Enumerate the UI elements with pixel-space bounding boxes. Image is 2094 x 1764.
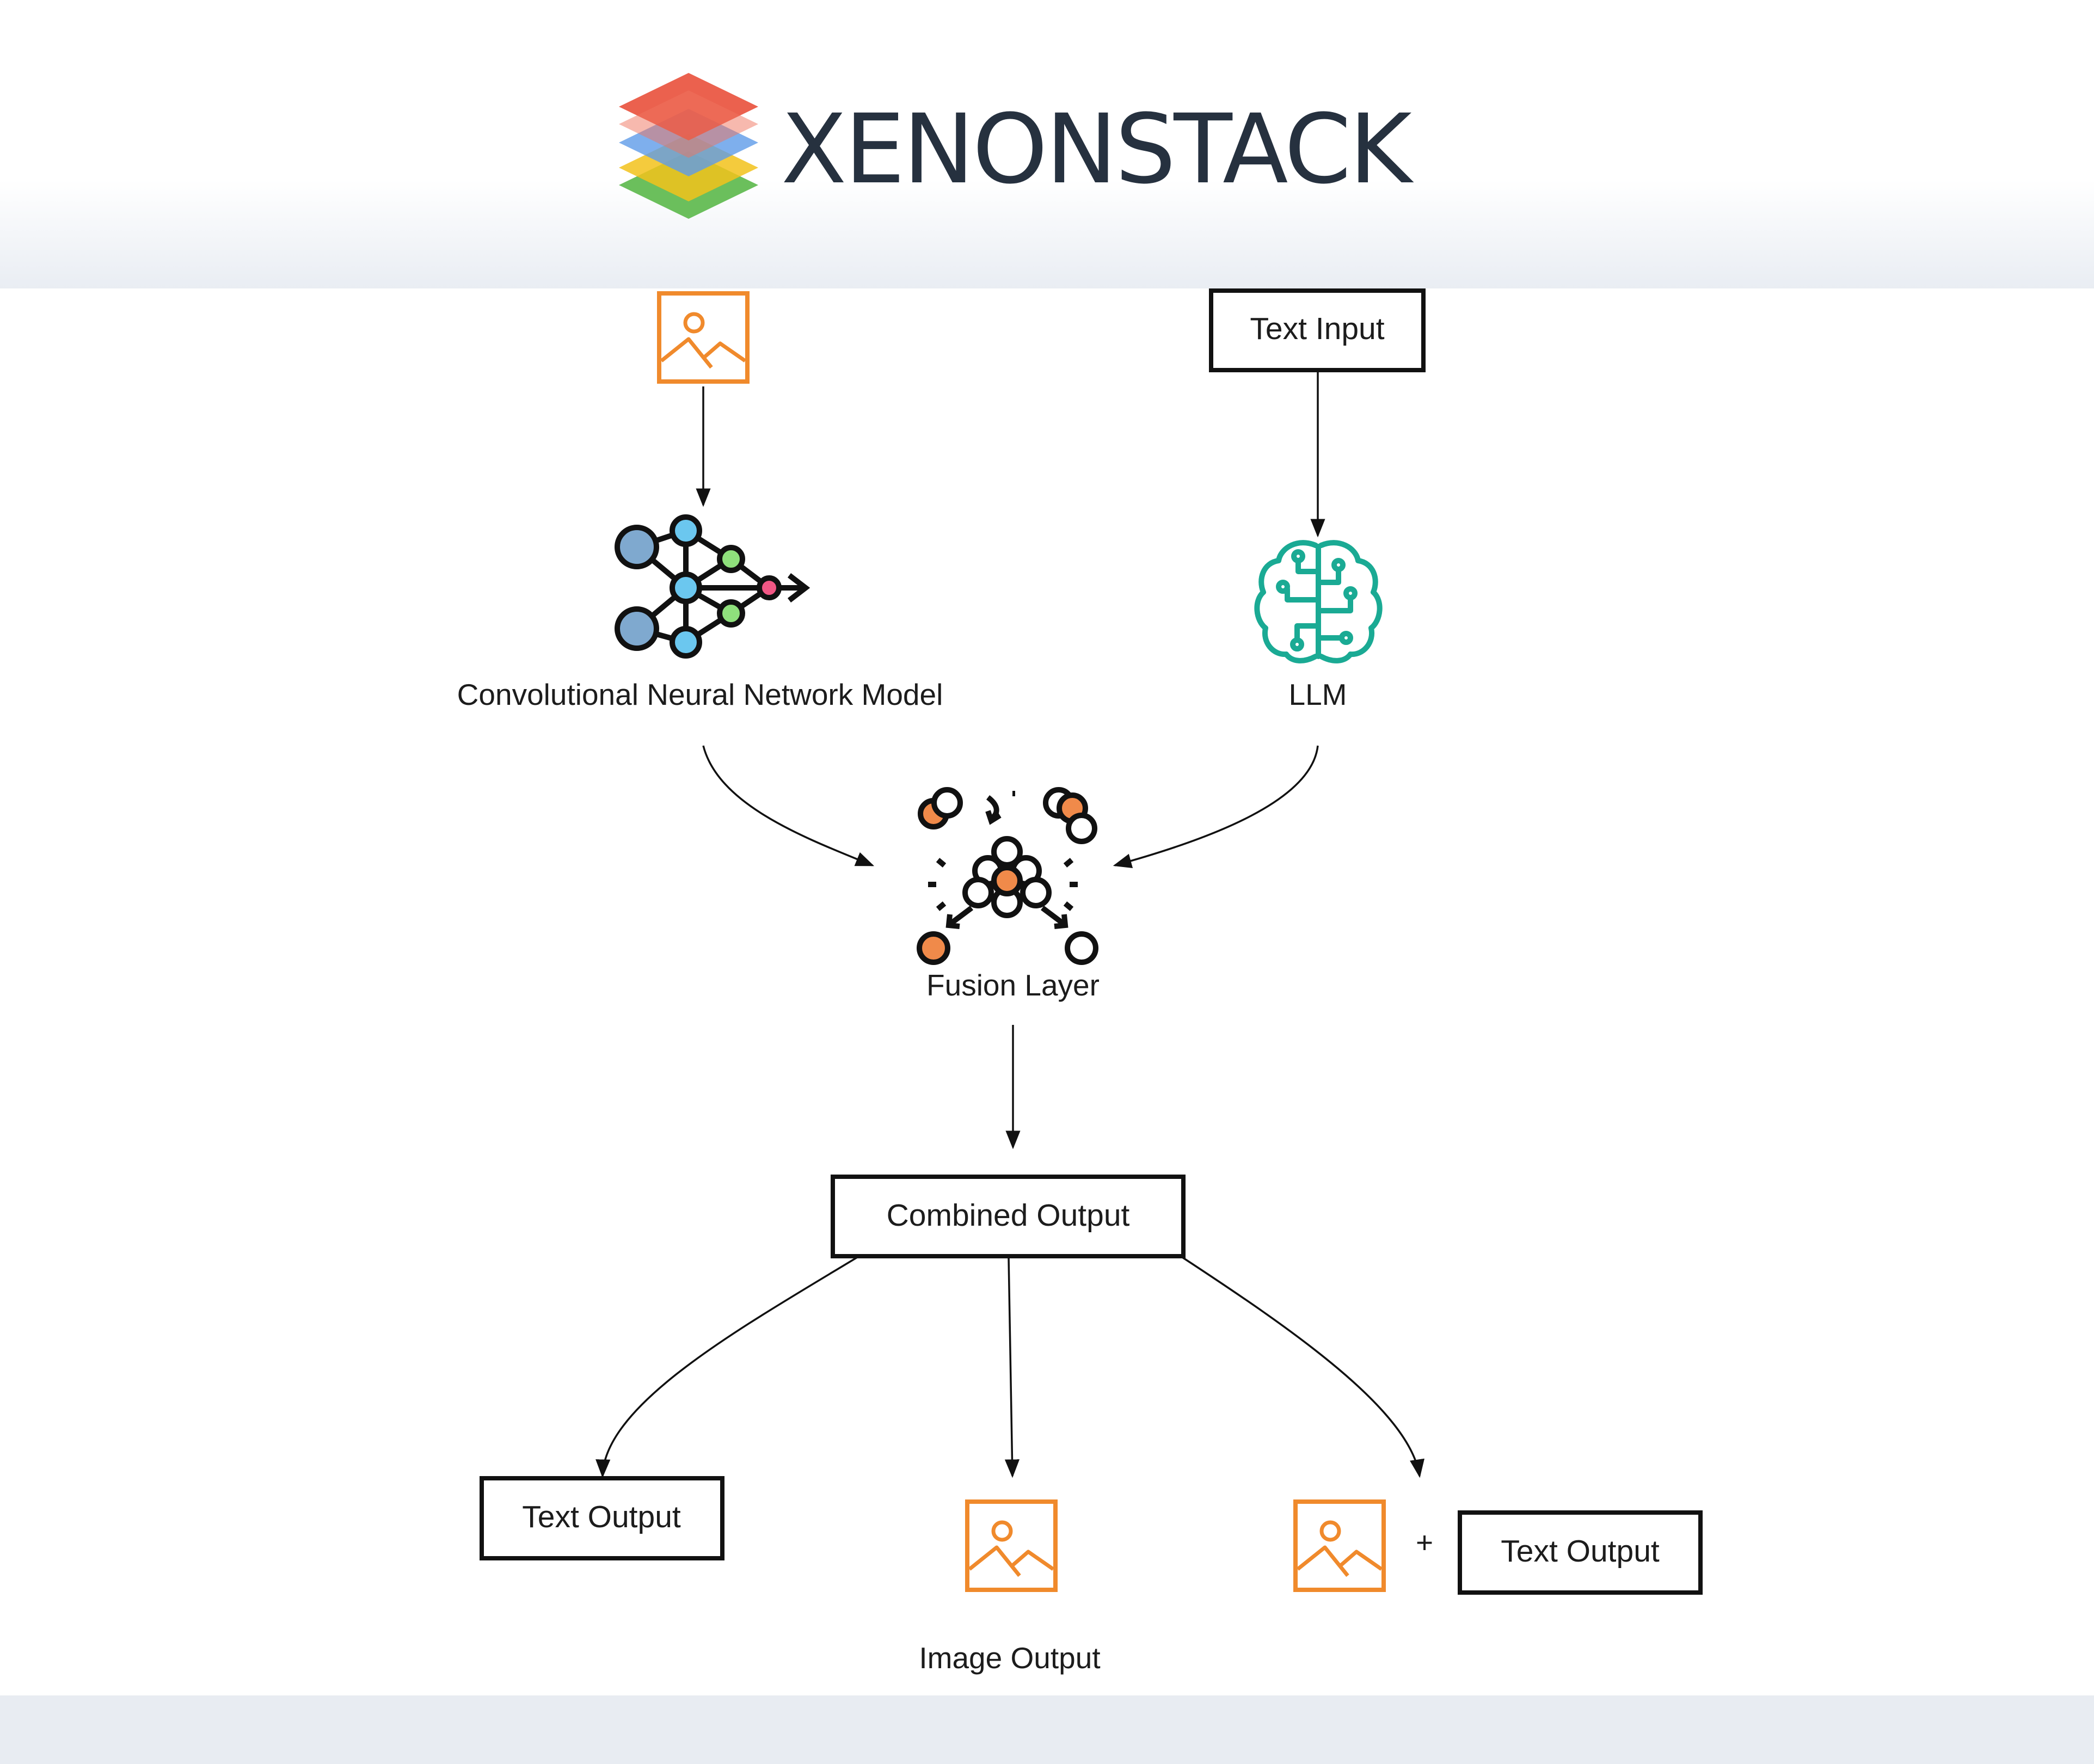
plus-sign: +: [1416, 1526, 1433, 1559]
image-output-icon: [967, 1502, 1055, 1590]
brain-circuit-icon: [1254, 540, 1383, 663]
llm-label: LLM: [1289, 678, 1347, 711]
mixed-output-image-icon: [1295, 1502, 1384, 1590]
edge-combined-to-mixed-output: [1182, 1256, 1424, 1478]
edge-combined-to-image-output: [1004, 1257, 1020, 1478]
cnn-label: Convolutional Neural Network Model: [457, 678, 943, 711]
fusion-molecules-icon: [917, 787, 1098, 965]
image-output-label: Image Output: [919, 1641, 1100, 1675]
text-input-label: Text Input: [1250, 311, 1384, 346]
edge-combined-to-text-output: [595, 1256, 858, 1478]
mixed-text-output-label: Text Output: [1501, 1534, 1660, 1569]
combined-output-box: Combined Output: [831, 1175, 1186, 1258]
text-output-box: Text Output: [480, 1476, 724, 1560]
mixed-text-output-box: Text Output: [1458, 1510, 1703, 1595]
text-input-box: Text Input: [1209, 288, 1426, 372]
image-input-icon: [659, 293, 747, 382]
header-band: [0, 0, 2094, 288]
brand-name: XENONSTACK: [781, 94, 1412, 205]
combined-output-label: Combined Output: [887, 1198, 1130, 1233]
text-output-label: Text Output: [522, 1499, 681, 1534]
layered-stack-logo-icon: [619, 73, 758, 219]
neural-network-icon: [615, 514, 810, 659]
edge-llm-to-fusion: [1113, 745, 1319, 869]
fusion-label: Fusion Layer: [926, 968, 1100, 1002]
edge-cnn-to-fusion: [702, 745, 875, 866]
footer-band: [0, 1695, 2094, 1764]
